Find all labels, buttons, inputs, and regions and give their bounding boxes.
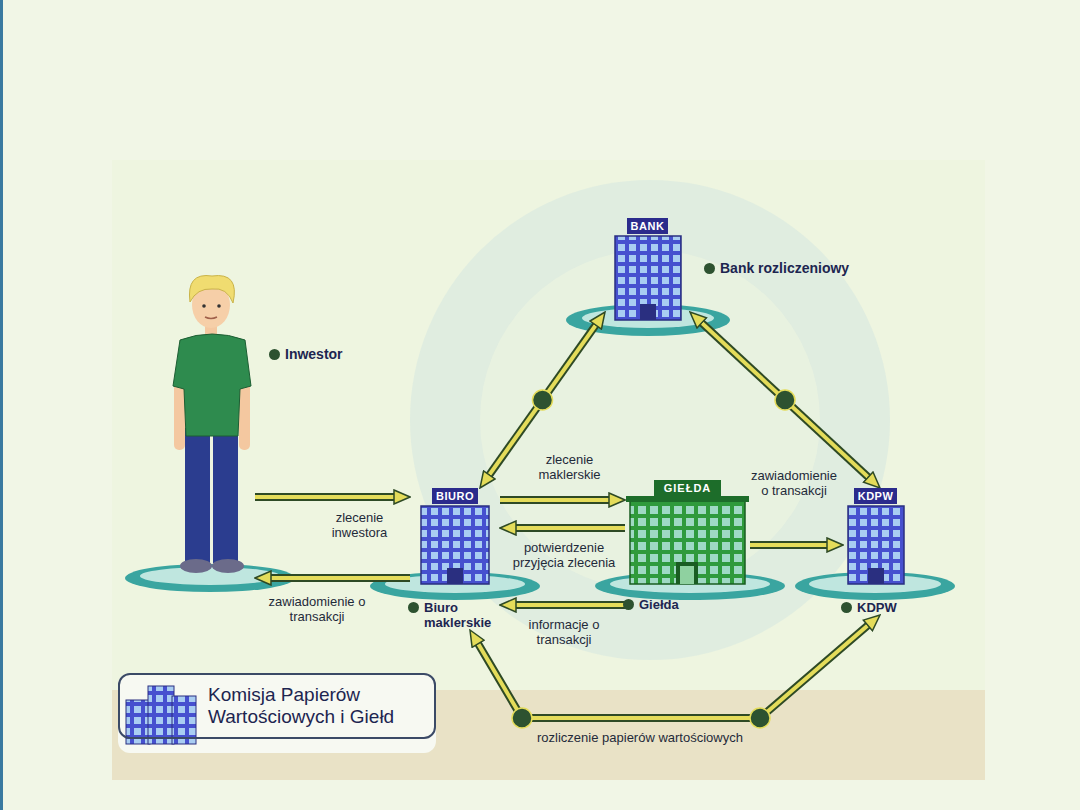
kdpw-building — [848, 506, 904, 584]
building-sign: BANK — [627, 218, 669, 234]
bank-node: BANKBank rozliczeniowy — [605, 218, 690, 324]
node-label: KDPW — [857, 600, 897, 615]
commission-box: Komisja Papierów Wartościowych i Giełd — [118, 673, 436, 739]
arrow-shaft — [255, 495, 398, 499]
building-sign: GIEŁDA — [654, 480, 722, 496]
flow-arrow — [476, 623, 871, 728]
connector-label: potwierdzenie przyjęcia zlecenia — [505, 540, 623, 570]
exchange-node: GIEŁDA Giełda — [625, 480, 750, 612]
connector-label: informacje o transakcji — [505, 617, 623, 647]
commission-box-fill — [118, 673, 436, 753]
flow-arrow — [750, 545, 831, 546]
connector-label: zlecenie inwestora — [312, 510, 407, 540]
flow-arrow — [699, 320, 871, 480]
building-space — [160, 272, 255, 587]
arrow-outline — [699, 320, 871, 480]
commission-icon — [126, 686, 196, 744]
arrow-shaft — [699, 320, 871, 480]
investor-figure — [173, 276, 251, 573]
building-space — [605, 234, 690, 324]
building-space — [843, 504, 908, 594]
brokerage-node: BIURO Biuro maklerskie — [410, 488, 500, 630]
box-label: Komisja Papierów Wartościowych i Giełd — [208, 684, 430, 728]
arrow-shaft — [512, 603, 625, 607]
arrow-outline — [750, 541, 831, 549]
building-sign: BIURO — [432, 488, 478, 504]
arrow-outline — [512, 524, 625, 532]
exchange-building — [626, 496, 749, 584]
arrow-shaft — [267, 576, 410, 580]
ground-ellipses — [125, 304, 955, 600]
flow-arrow — [267, 578, 410, 579]
node-label: Bank rozliczeniowy — [720, 260, 849, 276]
connector-label: zlecenie maklerskie — [522, 452, 617, 482]
investor: Inwestor — [160, 272, 255, 587]
connector-label: zawiadomienie o transakcji — [748, 468, 840, 498]
arrow-outline — [500, 496, 613, 504]
connector-label: zawiadomienie o transakcji — [262, 594, 372, 624]
flow-arrow — [255, 497, 398, 498]
node-label: Inwestor — [285, 346, 343, 362]
arrow-outline — [476, 623, 871, 718]
connector-dot — [533, 390, 553, 410]
connector-dot — [775, 390, 795, 410]
building-space — [625, 496, 750, 591]
panel — [112, 160, 985, 780]
edge-stripe — [0, 0, 3, 810]
flow-arrow — [512, 605, 625, 606]
arrow-shaft — [512, 526, 625, 530]
arrow-shaft — [476, 623, 871, 718]
arrow-shaft — [750, 543, 831, 547]
node-label: Biuro maklerskie — [424, 600, 500, 630]
bank-building — [615, 236, 681, 320]
connector-dot — [750, 708, 770, 728]
arrow-outline — [512, 601, 625, 609]
node-label: Giełda — [639, 597, 679, 612]
arrow-outline — [255, 493, 398, 501]
arrow-outline — [267, 574, 410, 582]
flow-arrow — [512, 528, 625, 529]
connector-label: rozliczenie papierów wartościowych — [470, 730, 810, 745]
building-space — [410, 504, 500, 594]
depository-node: KDPW KDPW — [843, 488, 908, 615]
connector-dot — [512, 708, 532, 728]
flow-arrow — [500, 500, 613, 501]
arrow-shaft — [500, 498, 613, 502]
office-building — [421, 506, 489, 584]
building-sign: KDPW — [854, 488, 898, 504]
